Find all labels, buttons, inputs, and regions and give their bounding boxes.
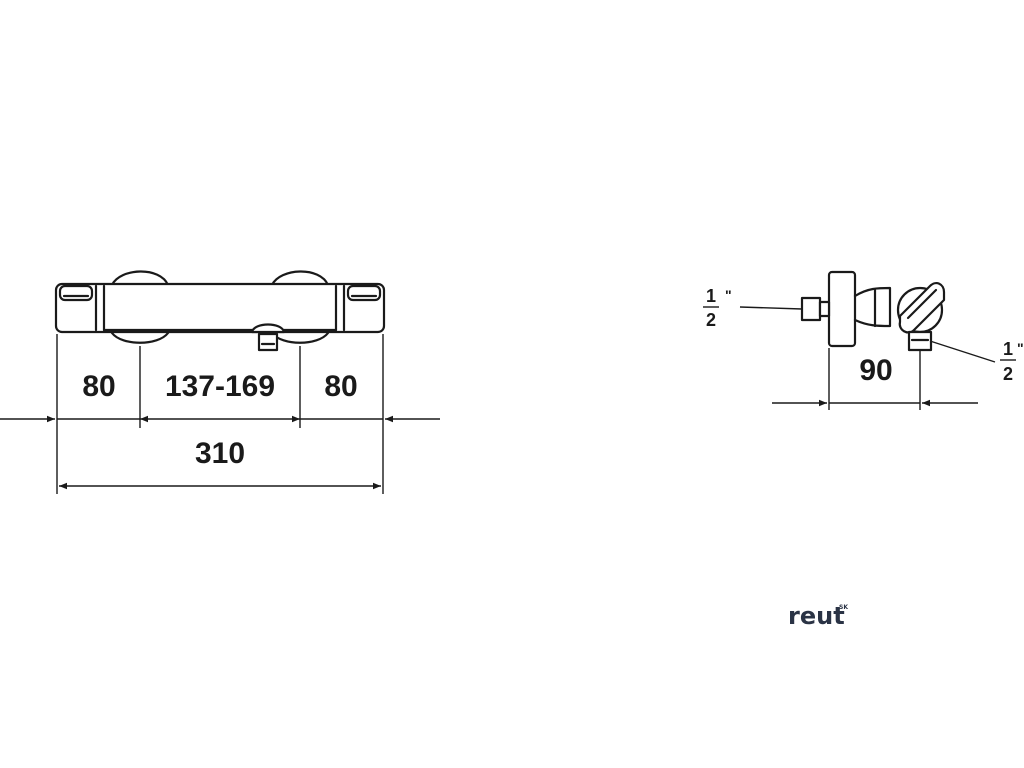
logo-text: reut [788, 602, 845, 630]
inlet-thread-size: 1 2 " [703, 286, 732, 330]
svg-text:": " [1017, 340, 1024, 356]
handle-cap-diagonal [898, 282, 946, 334]
svg-text:": " [725, 287, 732, 303]
svg-text:2: 2 [706, 310, 716, 330]
outlet-leader-line [929, 340, 996, 363]
dim-label-depth: 90 [859, 354, 892, 387]
dim-label-right: 80 [324, 370, 357, 403]
front-view: 80 137-169 80 310 [0, 270, 440, 494]
outlet-thread-size: 1 2 " [1000, 339, 1024, 384]
svg-text:1: 1 [1003, 339, 1013, 359]
wall-plate [827, 270, 857, 348]
svg-text:2: 2 [1003, 364, 1013, 384]
handle-right [346, 284, 382, 302]
inlet-connector [800, 296, 822, 322]
outlet-spout [250, 323, 286, 352]
mixer-body [54, 282, 386, 334]
side-view: 90 1 2 " 1 2 " [703, 270, 1024, 410]
dim-label-center: 137-169 [165, 370, 275, 403]
dim-label-total: 310 [195, 437, 245, 470]
inlet-leader-line [739, 306, 803, 310]
brand-logo: reut SK [788, 602, 848, 630]
handle-left [58, 284, 94, 302]
logo-superscript: SK [839, 604, 848, 611]
svg-text:1: 1 [706, 286, 716, 306]
dim-label-left: 80 [82, 370, 115, 403]
wall-connector-left [110, 270, 170, 344]
